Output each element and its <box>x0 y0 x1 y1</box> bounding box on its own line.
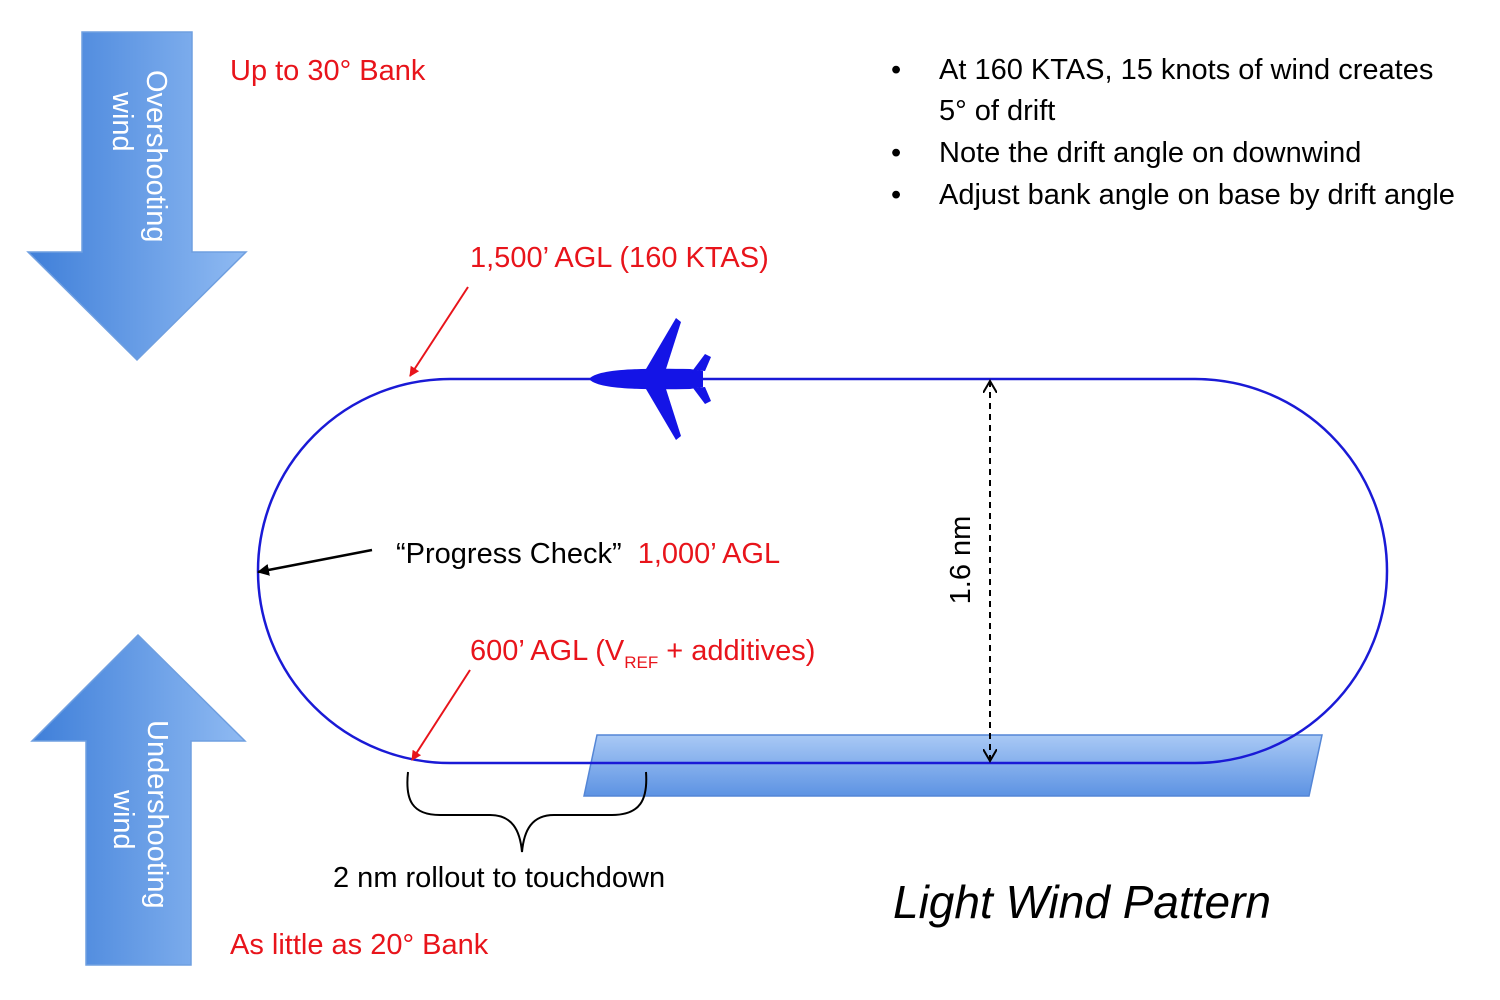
overshooting-wind-arrow: Overshooting wind <box>26 31 248 362</box>
progress-check-pointer <box>257 548 373 576</box>
diagram-title: Light Wind Pattern <box>893 876 1271 928</box>
final-altitude-subscript: REF <box>624 653 658 672</box>
overshooting-label-line2: wind <box>106 91 138 152</box>
undershooting-label-line2: wind <box>107 789 139 850</box>
progress-check-altitude: 1,000’ AGL <box>638 538 780 570</box>
pattern-width-label: 1.6 nm <box>945 516 977 605</box>
final-altitude-suffix: + additives) <box>658 635 815 667</box>
down-arrow-icon <box>26 31 248 362</box>
bottom-bank-label: As little as 20° Bank <box>230 929 489 961</box>
top-bank-label: Up to 30° Bank <box>230 55 426 87</box>
note-item: At 160 KTAS, 15 knots of wind creates 5°… <box>888 50 1468 132</box>
progress-check-label: “Progress Check” 1,000’ AGL <box>396 538 780 570</box>
notes-list: At 160 KTAS, 15 knots of wind creates 5°… <box>888 50 1468 217</box>
downwind-pointer <box>409 286 469 377</box>
final-pointer <box>411 669 471 761</box>
undershooting-wind-label: Undershooting wind <box>107 720 173 917</box>
downwind-altitude-label: 1,500’ AGL (160 KTAS) <box>470 242 769 274</box>
final-altitude-label: 600’ AGL (VREF + additives) <box>470 635 815 672</box>
overshooting-label-line1: Overshooting <box>140 70 172 243</box>
undershooting-label-line1: Undershooting <box>141 720 173 909</box>
undershooting-wind-arrow: Undershooting wind <box>30 633 247 966</box>
up-arrow-icon <box>30 633 247 966</box>
traffic-pattern <box>256 377 1389 765</box>
overshooting-wind-label: Overshooting wind <box>106 70 172 251</box>
rollout-label: 2 nm rollout to touchdown <box>333 862 665 894</box>
final-altitude-prefix: 600’ AGL (V <box>470 635 625 667</box>
jet-aircraft-icon <box>590 318 711 440</box>
runway <box>583 734 1323 797</box>
rollout-brace <box>406 771 648 853</box>
progress-check-quote: “Progress Check” <box>396 538 622 570</box>
note-item: Note the drift angle on downwind <box>888 133 1468 174</box>
note-item: Adjust bank angle on base by drift angle <box>888 175 1468 216</box>
